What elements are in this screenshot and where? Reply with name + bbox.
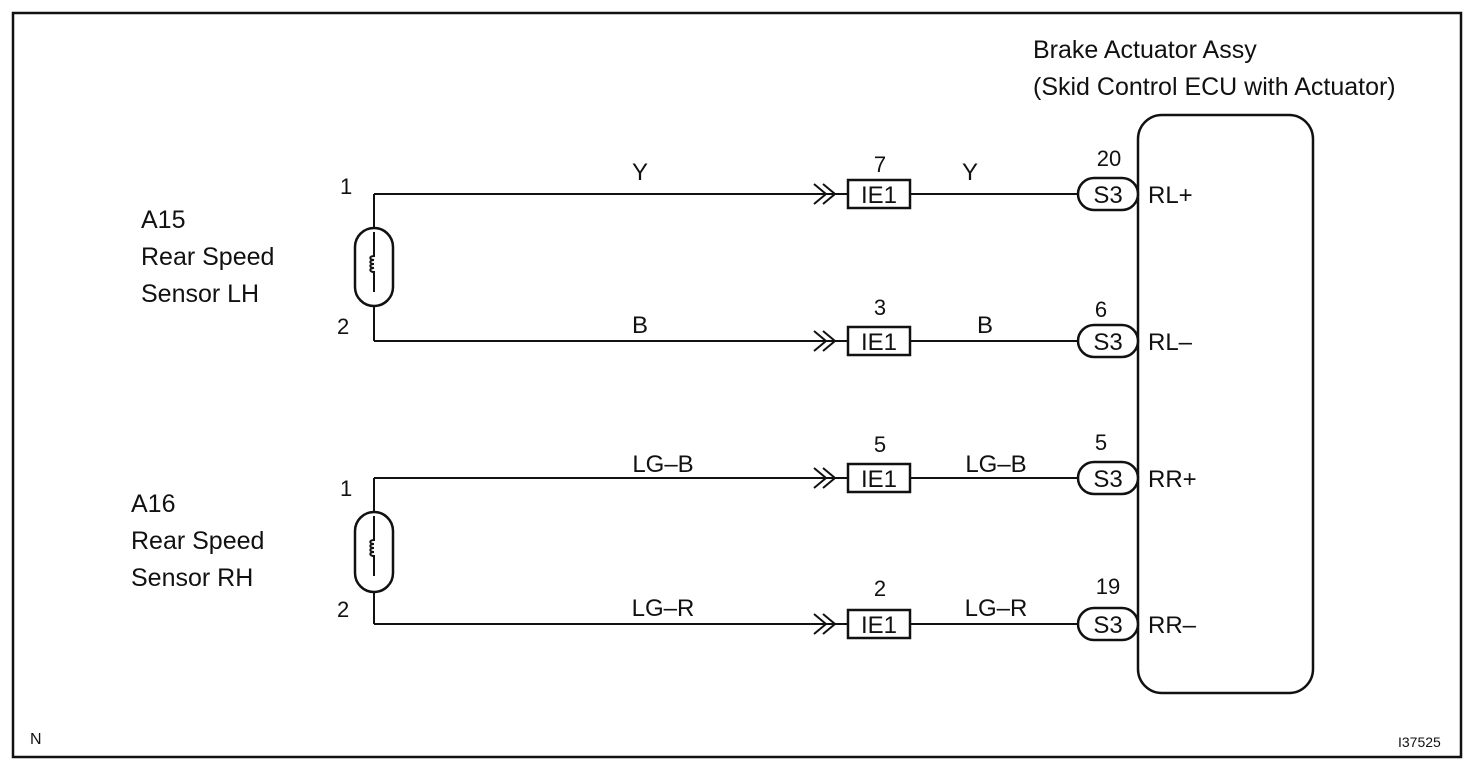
diagram-frame [11, 11, 1463, 759]
wire-color-left: Y [632, 159, 648, 186]
junction-box [846, 178, 912, 210]
circuit-row: B 3 IE1 B 6 S3 RL– [374, 295, 1193, 359]
sensor-lh-name-line2: Sensor LH [141, 280, 259, 308]
sensor-lh-name-line1: Rear Speed [141, 243, 274, 271]
junction-pin: 5 [874, 432, 886, 457]
sensor-lh-pin-top: 1 [340, 174, 352, 199]
ecu-terminal: RL+ [1148, 182, 1193, 209]
ecu-title-line2: (Skid Control ECU with Actuator) [1033, 73, 1396, 101]
connector-label: S3 [1093, 466, 1122, 493]
junction-pin: 7 [874, 152, 886, 177]
circuit-row: Y 7 IE1 Y 20 S3 RL+ [374, 146, 1193, 212]
junction-pin: 3 [874, 295, 886, 320]
wire-color-left: LG–R [632, 595, 695, 622]
junction-label: IE1 [861, 466, 897, 493]
sensor-rh-pin-bottom: 2 [337, 597, 349, 622]
sensor-rh-pin-top: 1 [340, 476, 352, 501]
wire-color-right: B [977, 312, 993, 339]
wire-color-right: LG–B [965, 451, 1026, 478]
wire-color-right: Y [962, 159, 978, 186]
circuit-row: LG–R 2 IE1 LG–R 19 S3 RR– [374, 574, 1197, 642]
connector-label: S3 [1093, 612, 1122, 639]
ecu-pin: 6 [1095, 297, 1107, 322]
junction-box [846, 608, 912, 640]
connector-s3 [1076, 176, 1140, 212]
ecu-terminal: RR+ [1148, 466, 1197, 493]
ecu-pin: 19 [1096, 574, 1120, 599]
junction-label: IE1 [861, 612, 897, 639]
wire-color-right: LG–R [965, 595, 1028, 622]
wire-color-left: B [632, 312, 648, 339]
ecu-body [1136, 113, 1315, 695]
ecu-pin: 20 [1097, 146, 1121, 171]
wire-color-left: LG–B [632, 451, 693, 478]
corner-letter: N [30, 731, 42, 748]
sensor-lh-pin-bottom: 2 [337, 314, 349, 339]
sensor-rh-name-line1: Rear Speed [131, 527, 264, 555]
connector-label: S3 [1093, 182, 1122, 209]
connector-s3 [1076, 460, 1140, 496]
junction-label: IE1 [861, 182, 897, 209]
ecu-title-line1: Brake Actuator Assy [1033, 36, 1257, 64]
sensor-lh-code: A15 [141, 206, 185, 234]
connector-s3 [1076, 606, 1140, 642]
connector-label: S3 [1093, 329, 1122, 356]
sensor-rh-symbol [353, 478, 395, 624]
connector-s3 [1076, 323, 1140, 359]
circuit-row: LG–B 5 IE1 LG–B 5 S3 RR+ [374, 430, 1197, 496]
ecu-terminal: RR– [1148, 612, 1197, 639]
junction-pin: 2 [874, 576, 886, 601]
ecu-terminal: RL– [1148, 329, 1193, 356]
ecu-pin: 5 [1095, 430, 1107, 455]
sensor-rh-code: A16 [131, 490, 175, 518]
sensor-rh-name-line2: Sensor RH [131, 564, 253, 592]
sensor-lh-symbol [353, 194, 395, 341]
junction-label: IE1 [861, 329, 897, 356]
figure-id: I37525 [1398, 734, 1441, 750]
